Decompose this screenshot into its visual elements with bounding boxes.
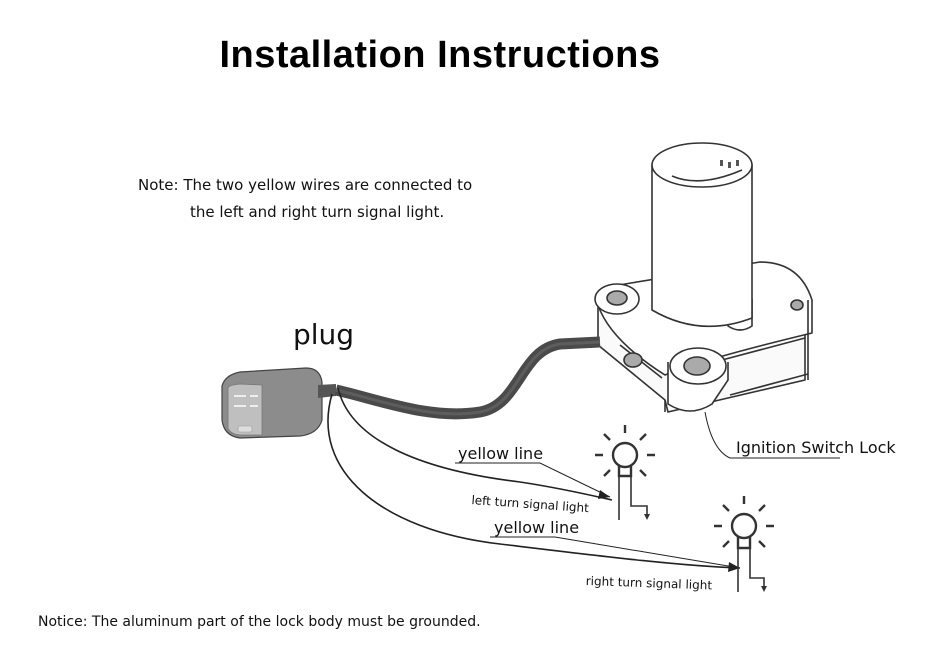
notice-text: Notice: The aluminum part of the lock bo… — [38, 614, 481, 630]
note-line-1: Note: The two yellow wires are connected… — [138, 176, 473, 194]
leader-yellow-line-1 — [455, 462, 611, 498]
leader-ignition-lock — [704, 411, 840, 459]
right-turn-signal-bulb-icon — [714, 496, 774, 592]
page-title: Installation Instructions — [219, 34, 661, 76]
main-cable — [334, 336, 601, 420]
left-turn-signal-bulb-icon — [595, 425, 655, 520]
yellow-wire-left — [337, 387, 613, 501]
plug-connector — [221, 367, 336, 439]
yellow-wire-right — [327, 393, 741, 569]
plug-label: plug — [293, 318, 355, 351]
yellow-line-label-2: yellow line — [494, 518, 580, 537]
ignition-switch-lock — [594, 142, 813, 413]
ignition-switch-lock-label: Ignition Switch Lock — [736, 438, 896, 457]
yellow-line-label-1: yellow line — [458, 444, 544, 463]
note-line-2: the left and right turn signal light. — [190, 203, 445, 221]
leader-yellow-line-2 — [490, 536, 741, 569]
